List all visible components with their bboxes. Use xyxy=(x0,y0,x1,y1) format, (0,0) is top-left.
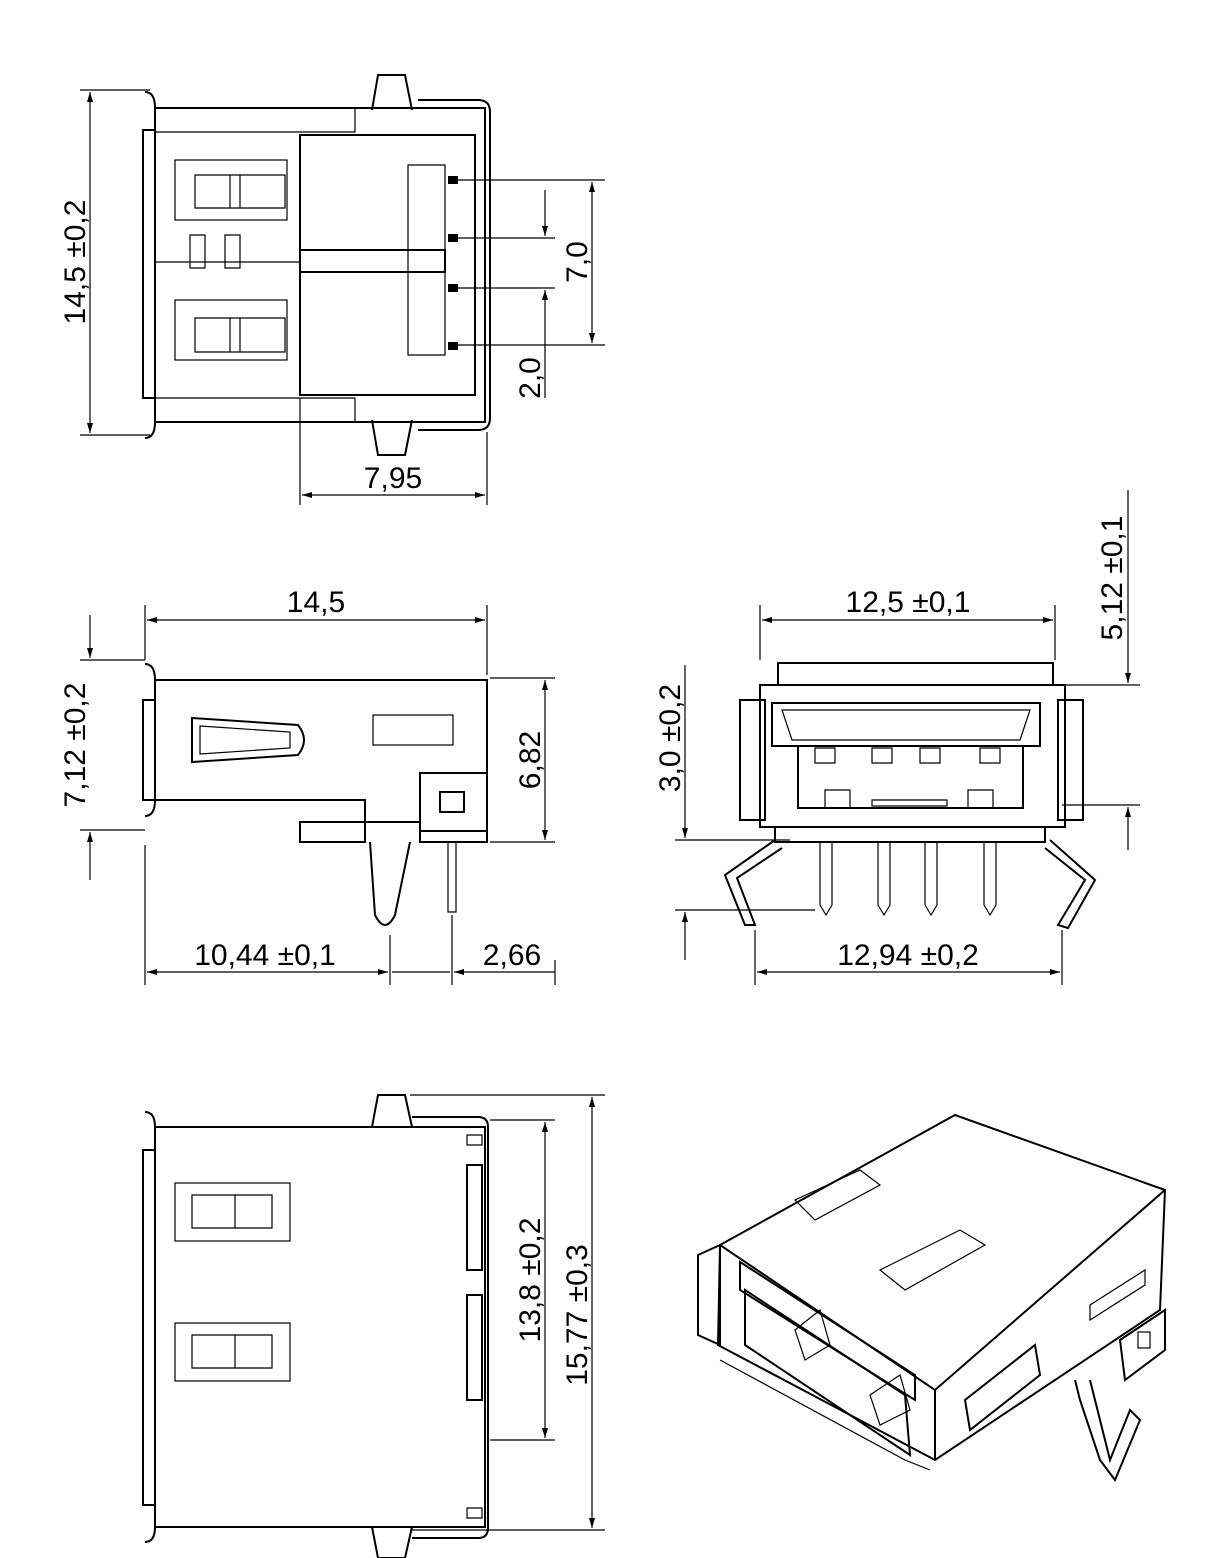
side-height-dim: 7,12 ±0,2 xyxy=(59,683,92,808)
front-view: 12,5 ±0,1 5,12 ±0,1 3,0 ±0,2 12,94 ±0,2 xyxy=(654,490,1140,985)
top-depth-dim: 7,95 xyxy=(364,462,422,495)
contact-springs-top xyxy=(174,159,446,361)
front-height-dim: 5,12 ±0,1 xyxy=(1096,516,1129,641)
top-pin-dim: 2,0 xyxy=(514,357,547,399)
pins-top xyxy=(448,176,458,350)
isometric-view xyxy=(697,1113,1167,1482)
top-pitch-dim: 7,0 xyxy=(561,241,594,283)
front-span-dim: 12,94 ±0,2 xyxy=(837,939,979,972)
side-pin-offset-dim: 2,66 xyxy=(483,939,541,972)
top-width-dim: 14,5 ±0,2 xyxy=(59,200,92,325)
side-post-dim: 10,44 ±0,1 xyxy=(194,939,336,972)
top-view: 14,5 ±0,2 7,0 2,0 7,95 xyxy=(59,74,605,505)
front-width-dim: 12,5 ±0,1 xyxy=(846,586,971,619)
front-leg-dim: 3,0 ±0,2 xyxy=(654,684,687,792)
side-length-dim: 14,5 xyxy=(287,586,345,619)
bottom-outer-dim: 15,77 ±0,3 xyxy=(561,1244,594,1386)
bottom-view: 13,8 ±0,2 15,77 ±0,3 xyxy=(142,1094,605,1558)
front-pins xyxy=(819,842,997,917)
bottom-inner-dim: 13,8 ±0,2 xyxy=(514,1218,547,1343)
side-body-height-dim: 6,82 xyxy=(514,731,547,789)
side-view: 14,5 7,12 ±0,2 6,82 10,44 ±0,1 2,66 xyxy=(59,586,556,985)
